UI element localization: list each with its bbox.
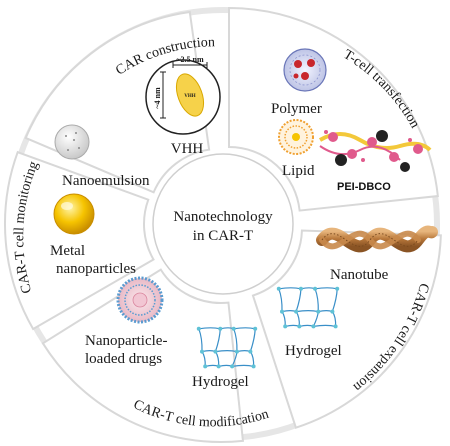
lipid-nanoparticle-icon [278, 119, 314, 155]
hydrogel-node [253, 326, 258, 331]
polymer-label: Polymer [271, 101, 322, 117]
hydrogel-strand [233, 327, 256, 330]
hydrogel-node [294, 309, 299, 314]
nanotube-label: Nanotube [330, 267, 389, 283]
nanoemulsion-icon [54, 124, 90, 160]
hydrogel-network-icon [276, 286, 340, 329]
vhh-height-label: ~4 nm [153, 87, 162, 109]
pei-dbco-chain-icon [318, 130, 432, 172]
vhh-inner-label: VHH [184, 94, 196, 99]
hydrogel-node [335, 286, 340, 291]
vhh-label: VHH [171, 141, 204, 157]
hydrogel-node [280, 309, 284, 314]
nanotube-icon [316, 225, 438, 253]
polymer-nanoparticle-icon [283, 48, 327, 92]
drug-loaded-nanoparticle-icon [116, 276, 164, 324]
metal-nanoparticle-icon [53, 193, 95, 235]
hydrogel-node [230, 364, 235, 369]
hydrogel-node [330, 309, 335, 314]
nanoemulsion-label: Nanoemulsion [62, 173, 150, 189]
drug-label-line1: Nanoparticle- [85, 333, 167, 349]
hydrogel-node [216, 364, 221, 369]
hydrogel-node [311, 324, 316, 329]
hydrogel-right-label: Hydrogel [285, 343, 342, 359]
hydrogel-node [234, 349, 239, 354]
sector-car-t-cell-modification [41, 268, 245, 443]
lipid-label: Lipid [282, 163, 315, 179]
center-circle [152, 153, 294, 295]
pei-dbco-label: PEI-DBCO [337, 181, 391, 193]
hydrogel-strand [249, 328, 256, 352]
vhh-width-label: ~2.5 nm [176, 55, 204, 64]
hydrogel-node [213, 349, 218, 354]
hydrogel-node [196, 326, 201, 331]
hydrogel-strand [233, 328, 238, 352]
hydrogel-node [297, 324, 302, 329]
sector-car-t-cell-expansion [251, 229, 442, 429]
hydrogel-node [203, 364, 208, 369]
hydrogel-strand [236, 350, 251, 353]
center-title-line2: in CAR-T [193, 228, 253, 244]
hydrogel-bottom-label: Hydrogel [192, 374, 249, 390]
hydrogel-node [200, 349, 204, 354]
hydrogel-node [251, 364, 256, 369]
hydrogel-node [231, 326, 236, 331]
metal-label-line2: nanoparticles [56, 261, 136, 277]
metal-label-line1: Metal [50, 243, 85, 259]
hydrogel-node [283, 324, 288, 329]
hydrogel-node [276, 286, 281, 291]
sector-car-t-cell-monitoring [4, 150, 155, 331]
hydrogel-node [298, 286, 303, 291]
hydrogel-network-icon [196, 326, 258, 369]
hydrogel-strand [232, 364, 254, 367]
hydrogel-node [316, 309, 321, 314]
hydrogel-node [313, 286, 318, 291]
sector-t-cell-transfection [228, 6, 439, 212]
center-title-line1: Nanotechnology [173, 209, 273, 225]
hydrogel-node [218, 326, 223, 331]
hydrogel-strand [249, 351, 255, 367]
vhh-antibody-icon [145, 59, 221, 135]
hydrogel-node [248, 349, 253, 354]
drug-label-line2: loaded drugs [85, 351, 162, 367]
hydrogel-node [333, 324, 338, 329]
